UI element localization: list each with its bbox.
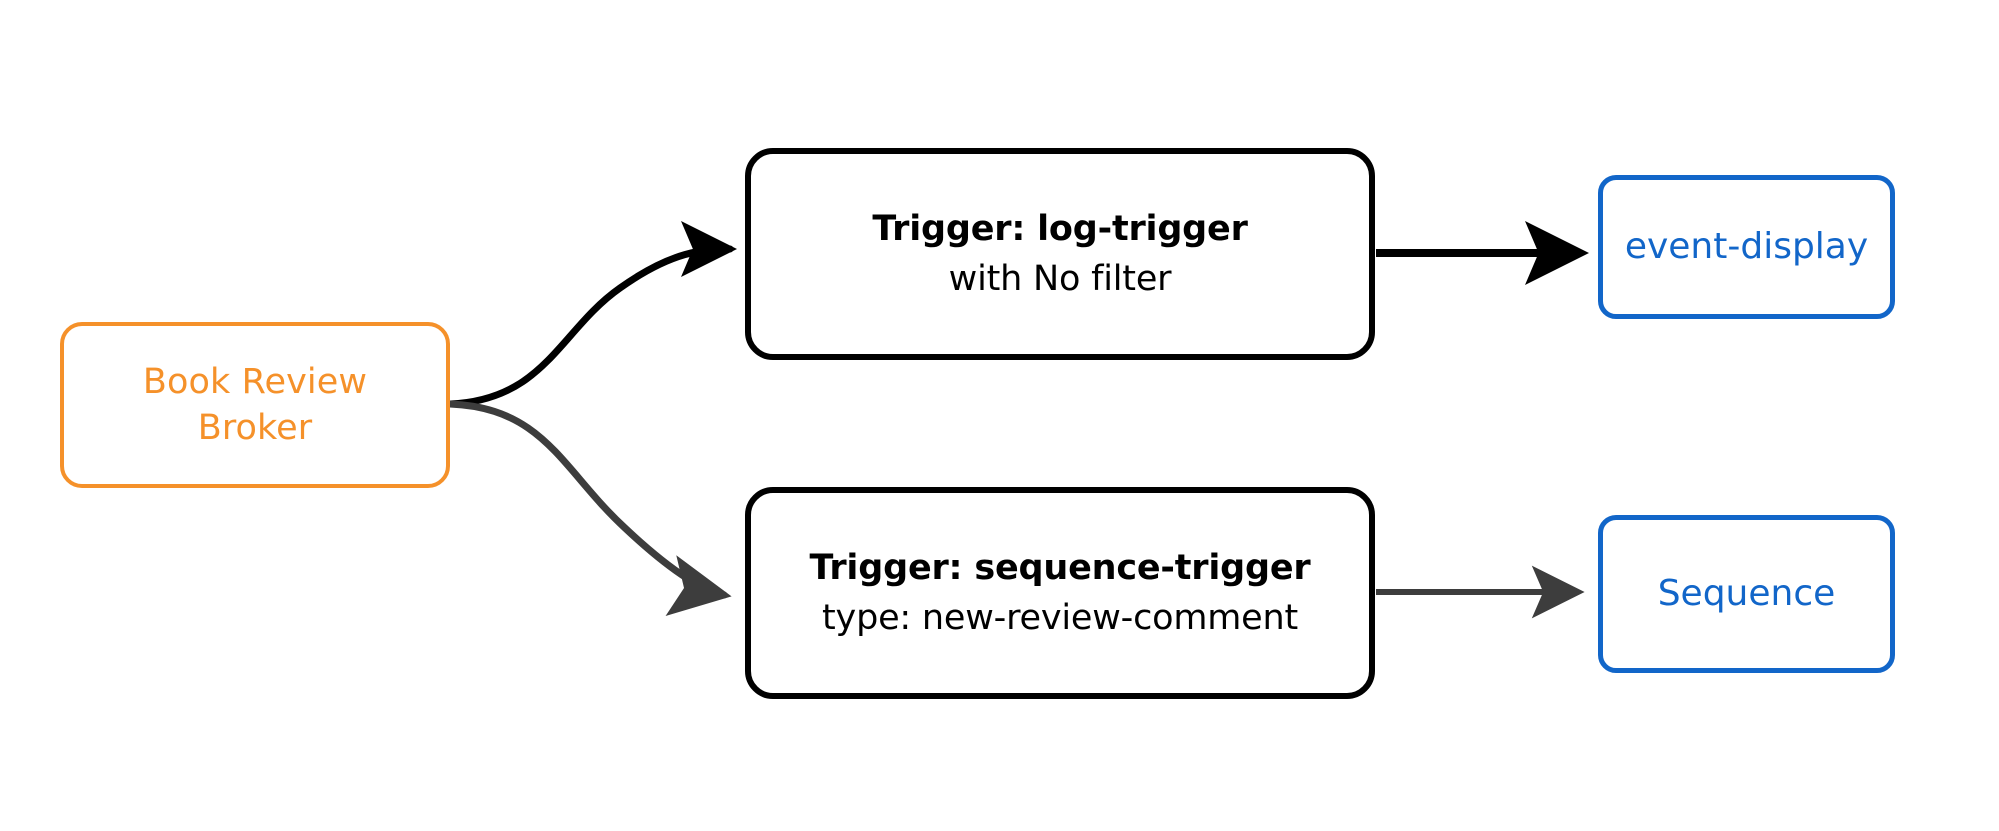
sequence-trigger-subtitle: type: new-review-comment xyxy=(822,598,1298,638)
node-sequence-trigger[interactable]: Trigger: sequence-trigger type: new-revi… xyxy=(745,487,1375,699)
broker-label-line2: Broker xyxy=(197,408,313,448)
event-display-label: event-display xyxy=(1624,226,1869,267)
broker-label-line1: Book Review xyxy=(142,362,368,402)
node-log-trigger[interactable]: Trigger: log-trigger with No filter xyxy=(745,148,1375,360)
sequence-trigger-title: Trigger: sequence-trigger xyxy=(809,548,1311,588)
node-event-display[interactable]: event-display xyxy=(1598,175,1895,319)
edge-broker-to-sequence-trigger xyxy=(446,400,732,616)
node-book-review-broker[interactable]: Book Review Broker xyxy=(60,322,450,488)
sequence-label: Sequence xyxy=(1657,573,1836,614)
log-trigger-subtitle: with No filter xyxy=(948,259,1172,299)
log-trigger-title: Trigger: log-trigger xyxy=(872,209,1248,249)
node-sequence[interactable]: Sequence xyxy=(1598,515,1895,673)
edge-broker-to-log-trigger xyxy=(446,221,737,408)
